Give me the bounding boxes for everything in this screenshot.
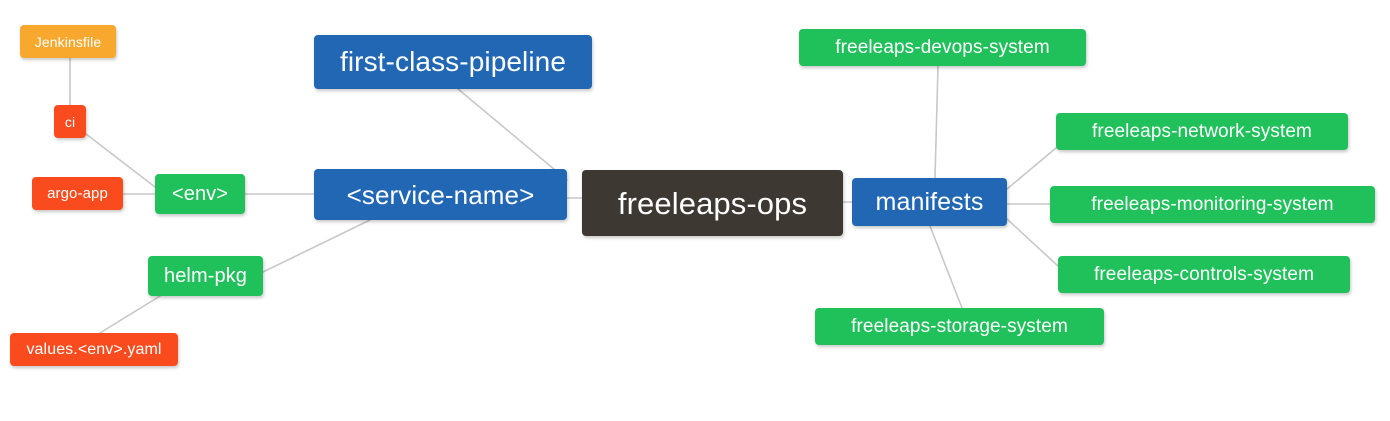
- node-label-values-env-yaml: values.<env>.yaml: [26, 340, 162, 358]
- node-service-name[interactable]: <service-name>: [314, 169, 567, 220]
- node-freeleaps-storage-system[interactable]: freeleaps-storage-system: [815, 308, 1104, 345]
- node-label-freeleaps-storage-system: freeleaps-storage-system: [851, 316, 1068, 337]
- node-label-env: <env>: [171, 183, 229, 205]
- node-values-env-yaml[interactable]: values.<env>.yaml: [10, 333, 178, 366]
- node-label-helm-pkg: helm-pkg: [163, 265, 248, 287]
- node-label-first-class-pipeline: first-class-pipeline: [339, 46, 567, 77]
- edge-manifests-to-freeleaps-storage-system: [929, 225, 963, 309]
- node-label-argo-app: argo-app: [47, 185, 108, 202]
- node-label-freeleaps-ops: freeleaps-ops: [617, 185, 808, 221]
- node-freeleaps-monitoring-system[interactable]: freeleaps-monitoring-system: [1050, 186, 1375, 223]
- node-freeleaps-controls-system[interactable]: freeleaps-controls-system: [1058, 256, 1350, 293]
- node-label-service-name: <service-name>: [346, 179, 535, 210]
- node-label-freeleaps-network-system: freeleaps-network-system: [1092, 121, 1312, 142]
- node-freeleaps-network-system[interactable]: freeleaps-network-system: [1056, 113, 1348, 150]
- node-label-jenkinsfile: Jenkinsfile: [34, 33, 102, 50]
- edge-service-name-to-first-class-pipeline: [457, 88, 568, 181]
- node-label-freeleaps-monitoring-system: freeleaps-monitoring-system: [1091, 194, 1334, 215]
- node-env[interactable]: <env>: [155, 174, 245, 214]
- node-label-manifests: manifests: [875, 187, 984, 216]
- edge-manifests-to-freeleaps-network-system: [1006, 147, 1057, 190]
- node-helm-pkg[interactable]: helm-pkg: [148, 256, 263, 296]
- node-argo-app[interactable]: argo-app: [32, 177, 123, 210]
- edge-service-name-to-helm-pkg: [262, 219, 371, 273]
- node-label-freeleaps-devops-system: freeleaps-devops-system: [835, 37, 1050, 58]
- node-freeleaps-ops[interactable]: freeleaps-ops: [582, 170, 843, 236]
- node-first-class-pipeline[interactable]: first-class-pipeline: [314, 35, 592, 89]
- node-freeleaps-devops-system[interactable]: freeleaps-devops-system: [799, 29, 1086, 66]
- node-ci[interactable]: ci: [54, 105, 86, 138]
- node-manifests[interactable]: manifests: [852, 178, 1007, 226]
- node-label-freeleaps-controls-system: freeleaps-controls-system: [1093, 264, 1315, 285]
- node-label-ci: ci: [64, 113, 76, 130]
- edge-manifests-to-freeleaps-controls-system: [1006, 218, 1059, 267]
- edge-helm-pkg-to-values-env-yaml: [99, 295, 161, 334]
- edge-manifests-to-freeleaps-devops-system: [934, 65, 939, 179]
- node-jenkinsfile[interactable]: Jenkinsfile: [20, 25, 116, 58]
